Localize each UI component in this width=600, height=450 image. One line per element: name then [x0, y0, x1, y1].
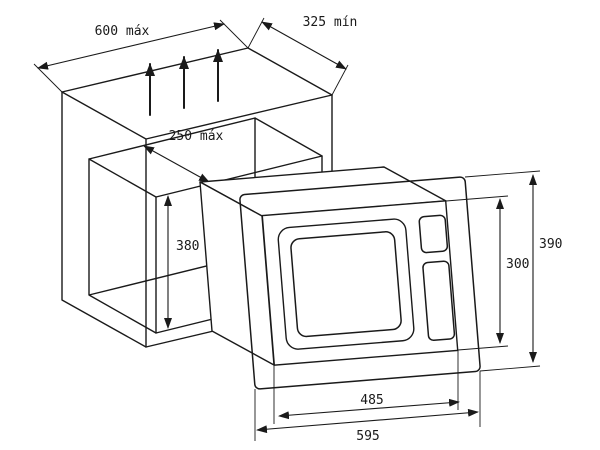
label-oven-width: 485: [360, 393, 383, 408]
microwave-display: [418, 214, 449, 254]
microwave-door-window: [290, 231, 402, 338]
dim-frame-height-extensions: [464, 170, 541, 372]
label-cabinet-depth: 325 mín: [303, 15, 358, 30]
label-niche-height: 380: [176, 239, 199, 254]
microwave-door: [277, 218, 415, 350]
dim-frame-width: 595: [254, 371, 481, 444]
dim-cabinet-depth: 325 mín: [247, 15, 358, 96]
dim-frame-width-extensions: [254, 371, 481, 441]
microwave-control-panel: [422, 260, 456, 342]
dim-frame-width-line: [256, 408, 479, 434]
dim-shelf-depth: 250 máx: [143, 129, 224, 183]
label-frame-width: 595: [356, 429, 379, 444]
dim-cabinet-width: 600 máx: [33, 19, 249, 93]
dim-oven-height-extensions: [445, 195, 509, 351]
dim-oven-height: 300: [445, 195, 529, 351]
dim-niche-height: 380: [164, 195, 199, 329]
label-oven-height: 300: [506, 257, 529, 272]
dim-cabinet-width-line: [37, 22, 225, 70]
dim-frame-height: 390: [464, 170, 562, 372]
microwave: [199, 166, 481, 390]
label-frame-height: 390: [539, 237, 562, 252]
dim-cabinet-depth-line: [261, 21, 347, 70]
ventilation-arrows: [145, 49, 223, 116]
label-shelf-depth: 250 máx: [169, 129, 224, 144]
label-cabinet-width: 600 máx: [95, 24, 150, 39]
microwave-trim-frame: [239, 176, 481, 390]
dim-shelf-depth-line: [143, 145, 210, 183]
